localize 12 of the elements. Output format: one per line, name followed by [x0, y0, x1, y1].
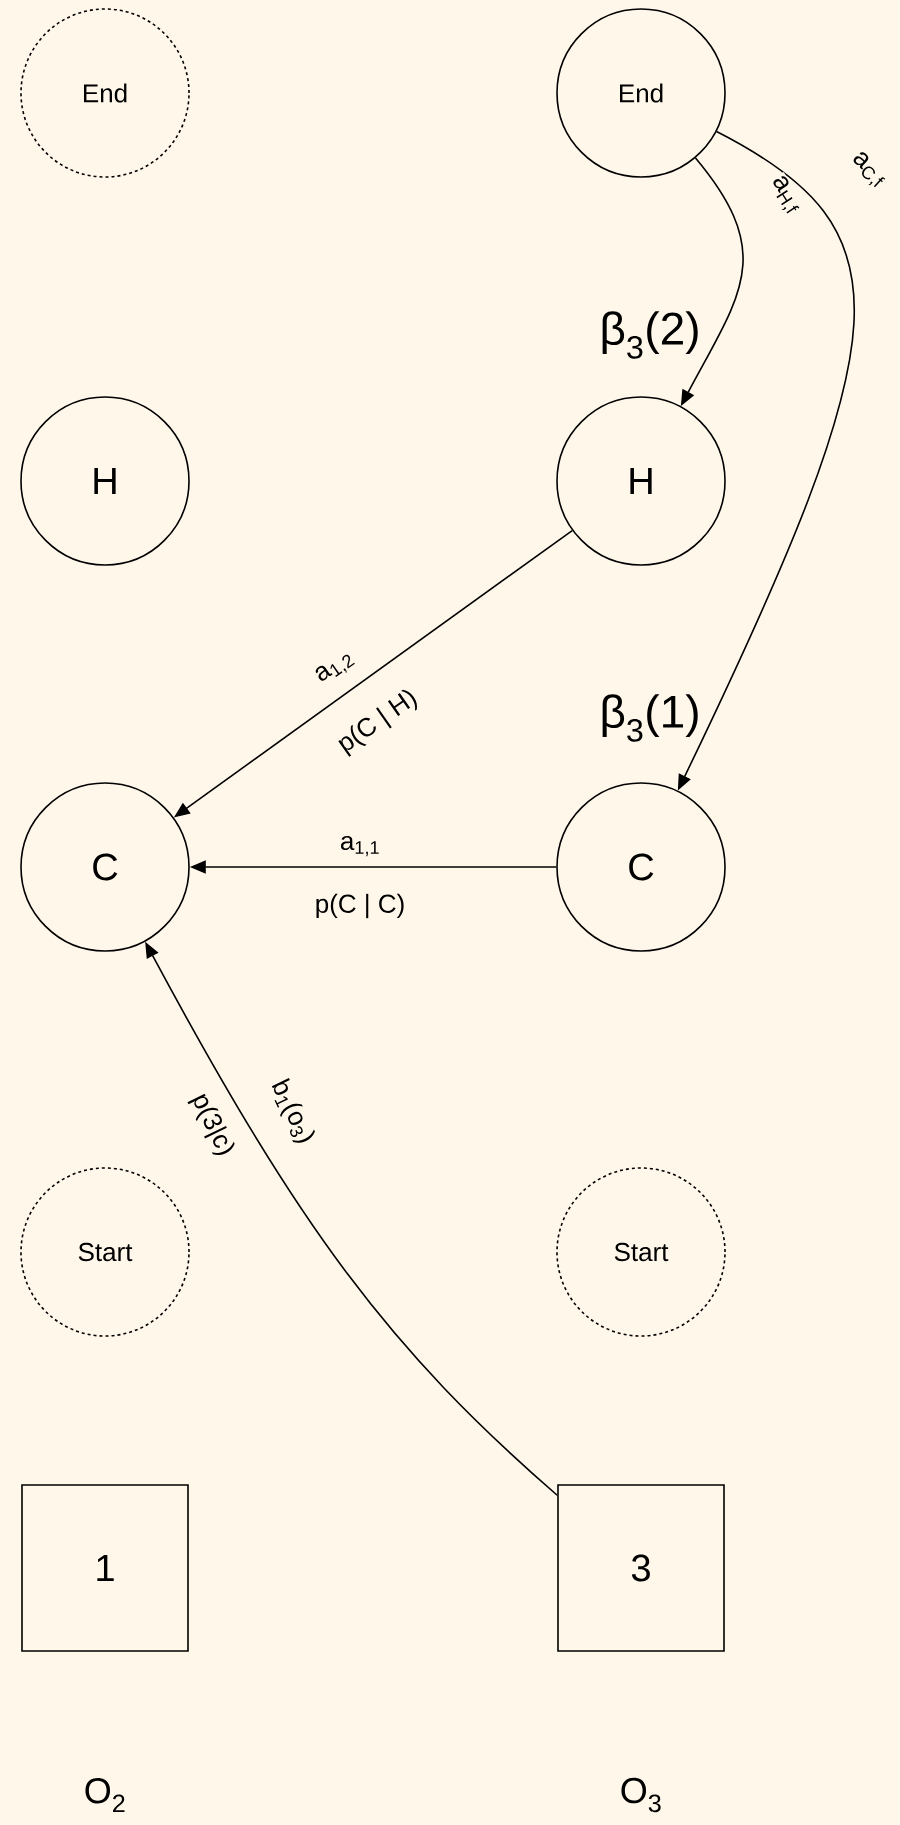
- probability-label: p(C | C): [316, 893, 404, 919]
- observation-box: 1: [21, 1484, 189, 1652]
- observation-box: 3: [557, 1484, 725, 1652]
- edge-label: b$_{1}$(o$_{3}$): [265, 1075, 319, 1149]
- state-label: β$_{3}$(2): [602, 311, 698, 359]
- edge-label: a$_{C,f}$: [845, 148, 891, 192]
- probability-label: p(C | H): [338, 689, 417, 757]
- observation-label: O$_{2}$: [85, 1777, 125, 1813]
- edge-label: a$_{H,f}$: [764, 171, 806, 219]
- state-label: β$_{3}$(1): [602, 694, 698, 742]
- observation-label: O$_{3}$: [621, 1777, 661, 1813]
- edge-label: a$_{1,2}$: [311, 646, 359, 690]
